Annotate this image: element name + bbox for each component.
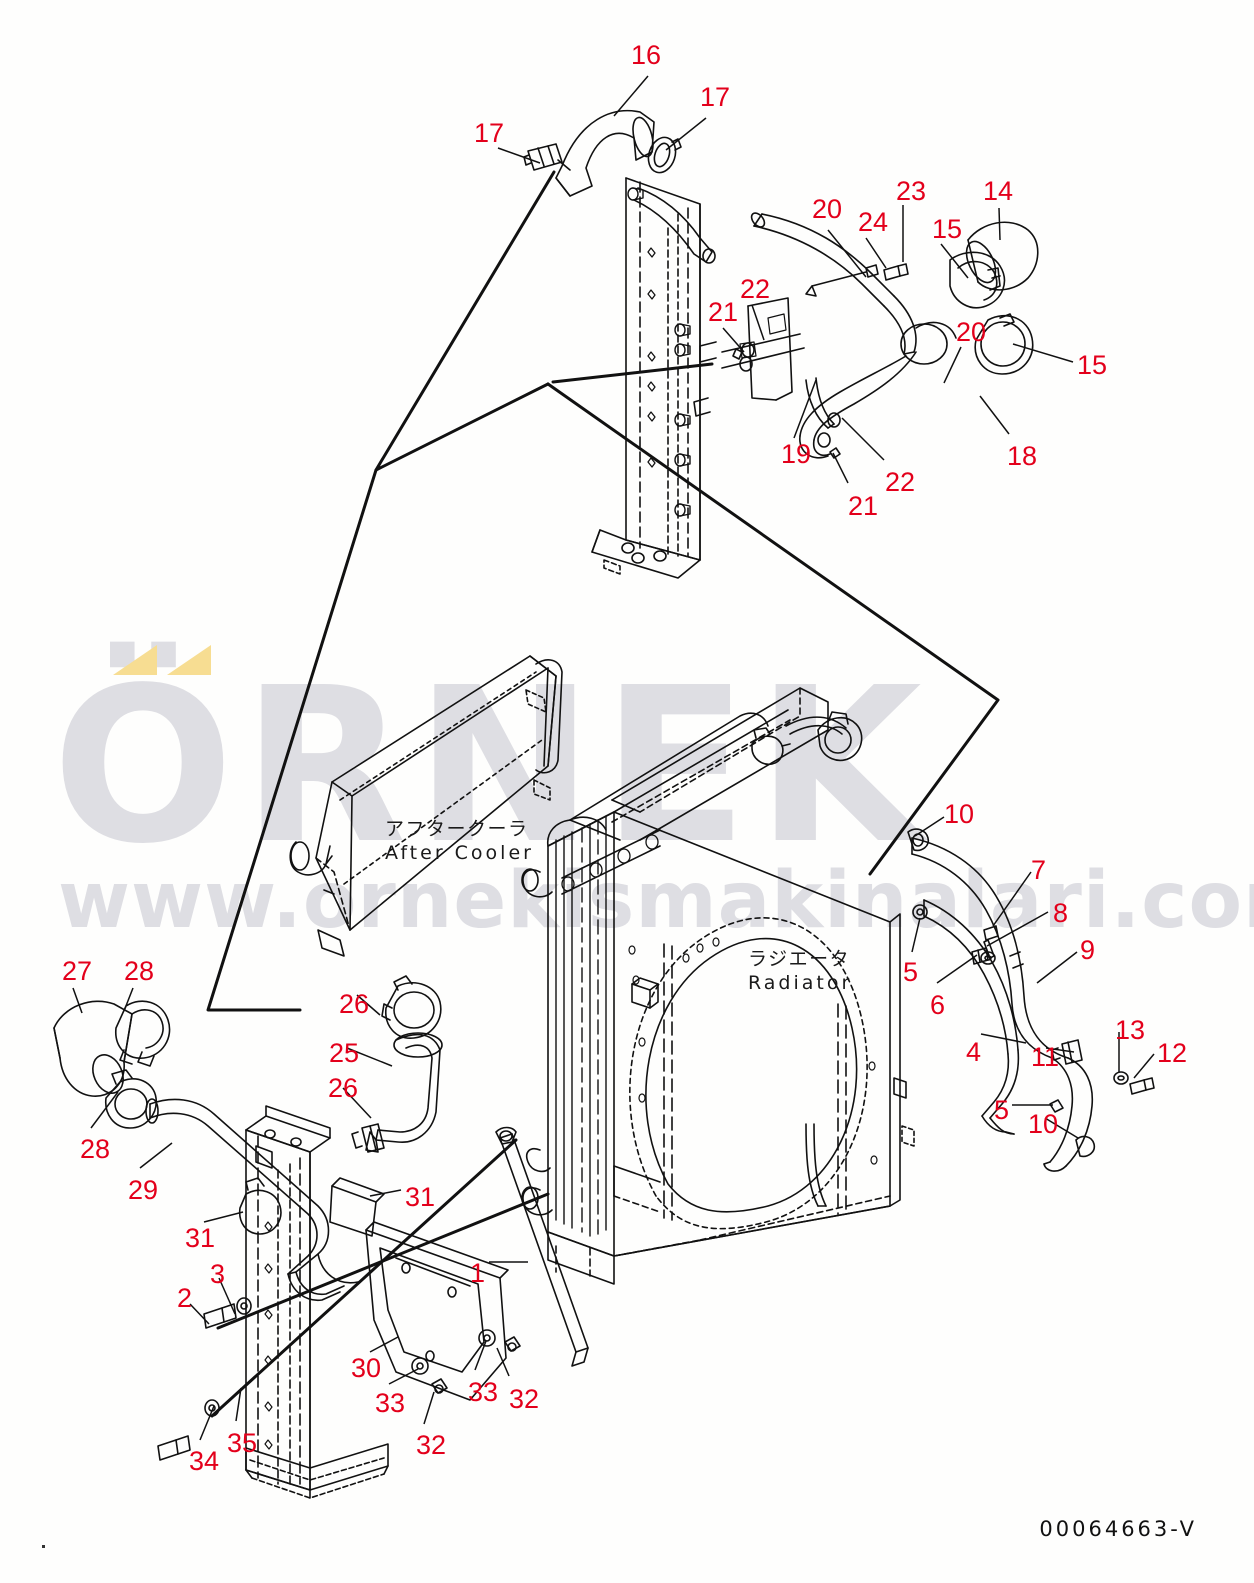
- callout-number: 14: [983, 176, 1014, 206]
- callout-number: 17: [474, 118, 505, 148]
- callout-number: 21: [848, 491, 879, 521]
- part-group-label-english: After Cooler: [385, 842, 534, 864]
- part-group-label-english: Radiator: [748, 972, 853, 994]
- callout-number: 27: [62, 956, 93, 986]
- callout-number: 35: [227, 1428, 258, 1458]
- callout-number: 4: [966, 1037, 982, 1067]
- callout-number: 22: [885, 467, 916, 497]
- callout-number: 30: [351, 1353, 382, 1383]
- callout-number: 12: [1157, 1038, 1188, 1068]
- watermark-accent-triangle-left: [113, 645, 157, 675]
- watermark-accent-triangle-right: [167, 645, 211, 675]
- callout-number: 21: [708, 297, 739, 327]
- callout-number: 25: [329, 1038, 360, 1068]
- part-group-label-japanese: アフタークーラ: [385, 818, 529, 840]
- callout-number: 34: [189, 1446, 220, 1476]
- callout-number: 15: [1077, 350, 1108, 380]
- callout-number: 32: [509, 1384, 540, 1414]
- callout-number: 26: [339, 989, 370, 1019]
- callout-number: 32: [416, 1430, 447, 1460]
- callout-number: 29: [128, 1175, 159, 1205]
- callout-number: 11: [1031, 1042, 1060, 1072]
- callout-number: 24: [858, 207, 889, 237]
- callout-number: 9: [1080, 935, 1096, 965]
- callout-number: 31: [405, 1182, 436, 1212]
- callout-number: 17: [700, 82, 731, 112]
- callout-number: 20: [956, 317, 987, 347]
- part-group-label-japanese: ラジエータ: [748, 948, 851, 970]
- callout-number: 2: [177, 1283, 193, 1313]
- callout-number: 10: [1028, 1109, 1059, 1139]
- callout-number: 15: [932, 214, 963, 244]
- callout-number: 31: [185, 1223, 216, 1253]
- callout-number: 19: [781, 439, 812, 469]
- callout-number: 8: [1053, 898, 1069, 928]
- callout-number: 5: [903, 957, 919, 987]
- callout-number: 10: [944, 799, 975, 829]
- callout-number: 6: [930, 990, 946, 1020]
- callout-number: 5: [994, 1095, 1010, 1125]
- callout-number: 16: [631, 40, 662, 70]
- callout-number: 20: [812, 194, 843, 224]
- callout-number: 33: [468, 1377, 499, 1407]
- callout-number: 22: [740, 274, 771, 304]
- callout-number: 23: [896, 176, 927, 206]
- callout-number: 18: [1007, 441, 1038, 471]
- callout-number: 26: [328, 1073, 359, 1103]
- callout-number: 1: [470, 1258, 486, 1288]
- callout-number: 33: [375, 1388, 406, 1418]
- figure-number: 00064663-V: [1039, 1517, 1197, 1541]
- callout-number: 28: [124, 956, 155, 986]
- callout-number: 3: [210, 1259, 226, 1289]
- callout-number: 28: [80, 1134, 111, 1164]
- ink-speck: [42, 1545, 45, 1548]
- callout-number: 13: [1115, 1015, 1146, 1045]
- callout-number: 7: [1031, 855, 1047, 885]
